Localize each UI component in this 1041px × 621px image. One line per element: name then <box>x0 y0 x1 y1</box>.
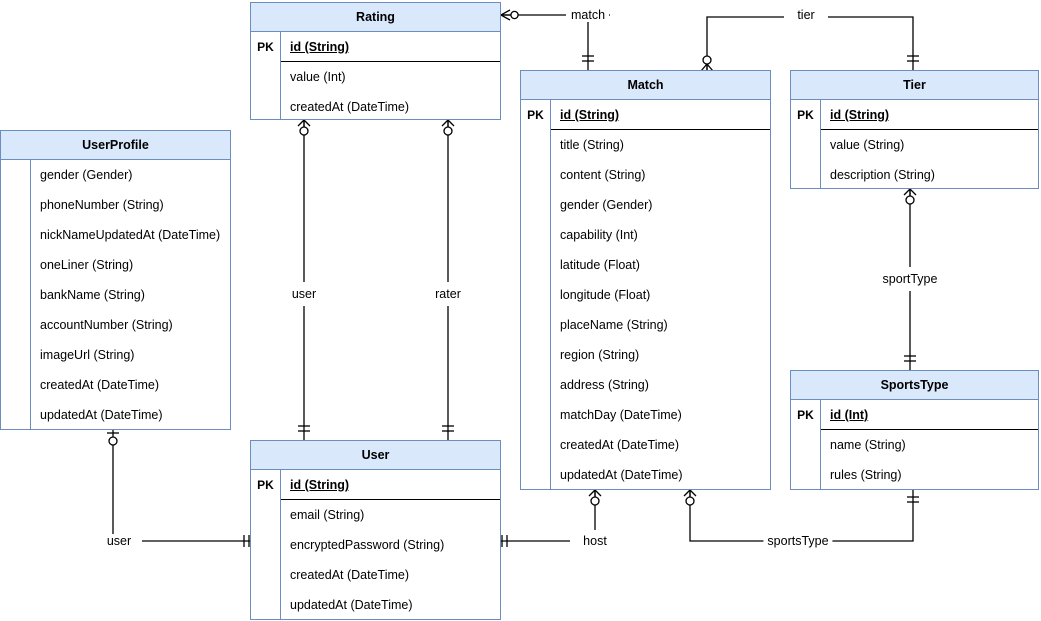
pk-label-tier: PK <box>797 108 814 122</box>
attribute-row: updatedAt (DateTime) <box>290 598 413 612</box>
pk-label-match: PK <box>527 108 544 122</box>
pk-label-sportstype: PK <box>797 408 814 422</box>
relationship-label-tier: tier <box>793 8 819 22</box>
attribute-row: gender (Gender) <box>40 168 133 182</box>
attribute-row: title (String) <box>560 138 624 152</box>
entity-body-user: PK id (String) email (String) encryptedP… <box>251 470 500 620</box>
attribute-row-pk: id (String) <box>281 470 500 500</box>
attribute-rows-match: id (String) title (String) content (Stri… <box>551 100 770 490</box>
key-column-userprofile <box>1 160 31 430</box>
entity-title-rating: Rating <box>251 3 500 32</box>
attribute-row: encryptedPassword (String) <box>290 538 445 552</box>
key-column-match: PK <box>521 100 551 490</box>
relationship-label-match: match <box>566 8 610 22</box>
entity-body-userprofile: gender (Gender) phoneNumber (String) nic… <box>1 160 230 430</box>
attribute-row: oneLiner (String) <box>40 258 134 272</box>
relationship-label-sporttype: sportType <box>878 272 942 286</box>
attribute-row: createdAt (DateTime) <box>40 378 160 392</box>
attribute-row: accountNumber (String) <box>40 318 173 332</box>
attribute-rows-userprofile: gender (Gender) phoneNumber (String) nic… <box>31 160 230 430</box>
attribute-row: longitude (Float) <box>560 288 651 302</box>
relationship-line-profile-user <box>107 430 250 547</box>
entity-body-tier: PK id (String) value (String) descriptio… <box>791 100 1038 189</box>
relationship-label-user: user <box>287 287 321 301</box>
attribute-row: region (String) <box>560 348 640 362</box>
entity-tier[interactable]: Tier PK id (String) value (String) descr… <box>790 70 1039 189</box>
attribute-row: capability (Int) <box>560 228 638 242</box>
attribute-row: description (String) <box>830 168 935 182</box>
relationship-label-profile-user: user <box>102 534 136 548</box>
key-column-tier: PK <box>791 100 821 189</box>
entity-userprofile[interactable]: UserProfile gender (Gender) phoneNumber … <box>0 130 231 430</box>
entity-rating[interactable]: Rating PK id (String) value (Int) create… <box>250 2 501 120</box>
attribute-row: matchDay (DateTime) <box>560 408 682 422</box>
entity-body-sportstype: PK id (Int) name (String) rules (String) <box>791 400 1038 490</box>
relationship-label-rater: rater <box>431 287 465 301</box>
attribute-row: value (String) <box>830 138 905 152</box>
entity-user[interactable]: User PK id (String) email (String) encry… <box>250 440 501 620</box>
attribute-row: rules (String) <box>830 468 902 482</box>
attribute-row: content (String) <box>560 168 646 182</box>
key-column-sportstype: PK <box>791 400 821 490</box>
attribute-row: latitude (Float) <box>560 258 640 272</box>
attribute-row-pk: id (String) <box>281 32 500 62</box>
attribute-row: gender (Gender) <box>560 198 653 212</box>
entity-title-sportstype: SportsType <box>791 371 1038 400</box>
attribute-row: placeName (String) <box>560 318 668 332</box>
attribute-row: updatedAt (DateTime) <box>560 468 683 482</box>
entity-body-match: PK id (String) title (String) content (S… <box>521 100 770 490</box>
entity-match[interactable]: Match PK id (String) title (String) cont… <box>520 70 771 490</box>
attribute-row-pk: id (String) <box>551 100 770 130</box>
attribute-row: updatedAt (DateTime) <box>40 408 163 422</box>
attribute-row: createdAt (DateTime) <box>290 568 410 582</box>
entity-sportstype[interactable]: SportsType PK id (Int) name (String) rul… <box>790 370 1039 490</box>
attribute-row: email (String) <box>290 508 365 522</box>
relationship-line-rater <box>441 119 455 440</box>
key-column-rating: PK <box>251 32 281 120</box>
attribute-row: imageUrl (String) <box>40 348 135 362</box>
attribute-rows-sportstype: id (Int) name (String) rules (String) <box>821 400 1038 490</box>
key-column-user: PK <box>251 470 281 620</box>
relationship-label-sportstype: sportsType <box>763 534 833 548</box>
entity-title-match: Match <box>521 71 770 100</box>
attribute-row: name (String) <box>830 438 906 452</box>
attribute-row: nickNameUpdatedAt (DateTime) <box>40 228 221 242</box>
attribute-row: phoneNumber (String) <box>40 198 164 212</box>
pk-label-user: PK <box>257 478 274 492</box>
attribute-row: createdAt (DateTime) <box>560 438 680 452</box>
entity-title-userprofile: UserProfile <box>1 131 230 160</box>
attribute-row-pk: id (Int) <box>821 400 1038 430</box>
relationship-label-host: host <box>579 534 611 548</box>
attribute-row: createdAt (DateTime) <box>290 100 410 114</box>
pk-label-rating: PK <box>257 40 274 54</box>
attribute-row-pk: id (String) <box>821 100 1038 130</box>
attribute-row: address (String) <box>560 378 649 392</box>
pk-label-userprofile <box>1 160 30 190</box>
entity-title-user: User <box>251 441 500 470</box>
relationship-line-tier <box>700 16 919 72</box>
entity-title-tier: Tier <box>791 71 1038 100</box>
entity-body-rating: PK id (String) value (Int) createdAt (Da… <box>251 32 500 120</box>
relationship-line-user <box>297 119 311 440</box>
attribute-rows-tier: id (String) value (String) description (… <box>821 100 1038 190</box>
attribute-row: value (Int) <box>290 70 346 84</box>
attribute-rows-rating: id (String) value (Int) createdAt (DateT… <box>281 32 500 122</box>
attribute-row: bankName (String) <box>40 288 145 302</box>
attribute-rows-user: id (String) email (String) encryptedPass… <box>281 470 500 620</box>
